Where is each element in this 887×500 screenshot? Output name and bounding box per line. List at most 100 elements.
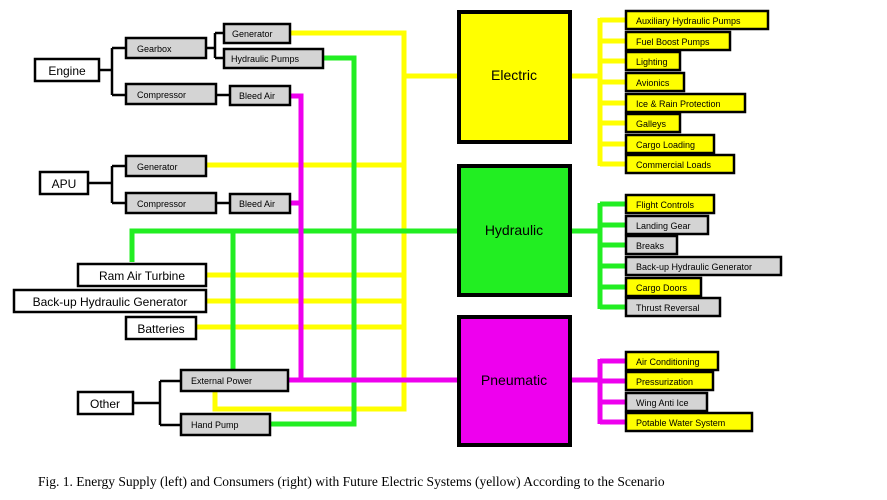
box-frame (457, 10, 572, 144)
generator-box: Generator (222, 22, 292, 45)
hand-pump-box: Hand Pump (179, 412, 272, 437)
box-frame (624, 391, 709, 413)
pneumatic-label: Pneumatic (481, 372, 547, 388)
box-label: Air Conditioning (636, 357, 700, 367)
hydraulic-consumer-box: Breaks (624, 234, 679, 256)
box-label: APU (52, 177, 77, 191)
hydraulic-pumps-line (270, 55, 357, 427)
external-power-box: External Power (179, 368, 290, 393)
hydraulic-connections (129, 55, 626, 427)
box-frame (228, 192, 292, 215)
electric-consumer-box: Auxiliary Hydraulic Pumps (624, 9, 770, 31)
box-frame (228, 84, 292, 107)
box-frame (124, 315, 198, 341)
hydraulic-consumer-box: Landing Gear (624, 214, 710, 236)
electric-consumer-box: Fuel Boost Pumps (624, 30, 732, 52)
hydraulic-system: Hydraulic (457, 164, 572, 297)
box-label: Fuel Boost Pumps (636, 37, 710, 47)
electric-consumer-box: Ice & Rain Protection (624, 92, 747, 114)
box-frame (624, 92, 747, 114)
apu-generator-box: Generator (124, 154, 208, 178)
box-frame (624, 276, 703, 298)
box-frame (624, 50, 682, 72)
box-frame (222, 22, 292, 45)
box-label: Thrust Reversal (636, 303, 700, 313)
hydraulic-consumer-box: Thrust Reversal (624, 296, 722, 318)
ram-air-turbine-box: Ram Air Turbine (76, 262, 208, 288)
box-label: Wing Anti Ice (636, 398, 689, 408)
box-label: Compressor (137, 199, 186, 209)
electric-consumer-box: Galleys (624, 112, 682, 134)
hydraulic-label: Hydraulic (485, 222, 543, 238)
tree-connectors (88, 31, 230, 427)
engine-bleed-air-line (288, 93, 304, 383)
box-label: Breaks (636, 241, 665, 251)
other-box: Other (76, 390, 135, 416)
box-frame (12, 288, 208, 314)
electric-consumer-box: Avionics (624, 71, 686, 93)
box-frame (124, 82, 218, 106)
hydraulic-consumer-box: Flight Controls (624, 193, 716, 215)
pneumatic-consumer-box: Wing Anti Ice (624, 391, 709, 413)
apu-bleed-air-box: Bleed Air (228, 192, 292, 215)
hydraulic-consumer-box: Cargo Doors (624, 276, 703, 298)
box-frame (624, 71, 686, 93)
box-frame (33, 57, 101, 83)
box-label: Bleed Air (239, 91, 275, 101)
hydraulic-consumer-box: Back-up Hydraulic Generator (624, 255, 783, 277)
rat-hydraulic-line (129, 228, 458, 262)
box-frame (624, 133, 716, 155)
box-label: External Power (191, 376, 252, 386)
box-label: Cargo Loading (636, 140, 695, 150)
pneumatic-consumer-box: Pressurization (624, 370, 715, 392)
apu-compressor-box: Compressor (124, 191, 218, 215)
box-label: Other (90, 397, 120, 411)
box-frame (624, 153, 736, 175)
electric-label: Electric (491, 67, 537, 83)
electric-consumer-box: Commercial Loads (624, 153, 736, 175)
engine-bleed-air-box: Bleed Air (228, 84, 292, 107)
box-frame (624, 9, 770, 31)
box-frame (457, 164, 572, 297)
figure-caption: Fig. 1. Energy Supply (left) and Consume… (38, 474, 665, 489)
box-label: Flight Controls (636, 200, 695, 210)
box-label: Ram Air Turbine (99, 269, 185, 283)
box-frame (624, 30, 732, 52)
box-label: Lighting (636, 57, 668, 67)
box-frame (624, 214, 710, 236)
box-frame (222, 47, 325, 70)
box-label: Landing Gear (636, 221, 691, 231)
pneumatic-system: Pneumatic (457, 315, 572, 447)
box-label: Back-up Hydraulic Generator (636, 262, 752, 272)
box-label: Engine (48, 64, 86, 78)
box-frame (624, 255, 783, 277)
engine-compressor-box: Compressor (124, 82, 218, 106)
hydraulic-pumps-box: Hydraulic Pumps (222, 47, 325, 70)
box-frame (76, 262, 208, 288)
electric-system: Electric (457, 10, 572, 144)
box-label: Hydraulic Pumps (231, 54, 300, 64)
box-label: Avionics (636, 78, 670, 88)
electric-trunk-line (212, 30, 407, 412)
box-label: Cargo Doors (636, 283, 688, 293)
box-label: Compressor (137, 90, 186, 100)
box-frame (124, 191, 218, 215)
box-frame (124, 154, 208, 178)
apu-box: APU (38, 170, 90, 196)
box-frame (124, 36, 208, 60)
engine-box: Engine (33, 57, 101, 83)
electric-consumer-box: Cargo Loading (624, 133, 716, 155)
box-label: Pressurization (636, 377, 693, 387)
pneumatic-consumer-box: Potable Water System (624, 411, 754, 433)
box-label: Generator (137, 162, 178, 172)
box-label: Back-up Hydraulic Generator (33, 295, 188, 309)
electric-consumer-box: Lighting (624, 50, 682, 72)
backup-hydraulic-generator-box: Back-up Hydraulic Generator (12, 288, 208, 314)
box-label: Hand Pump (191, 420, 239, 430)
box-label: Batteries (137, 322, 184, 336)
box-frame (76, 390, 135, 416)
box-label: Bleed Air (239, 199, 275, 209)
box-label: Commercial Loads (636, 160, 712, 170)
